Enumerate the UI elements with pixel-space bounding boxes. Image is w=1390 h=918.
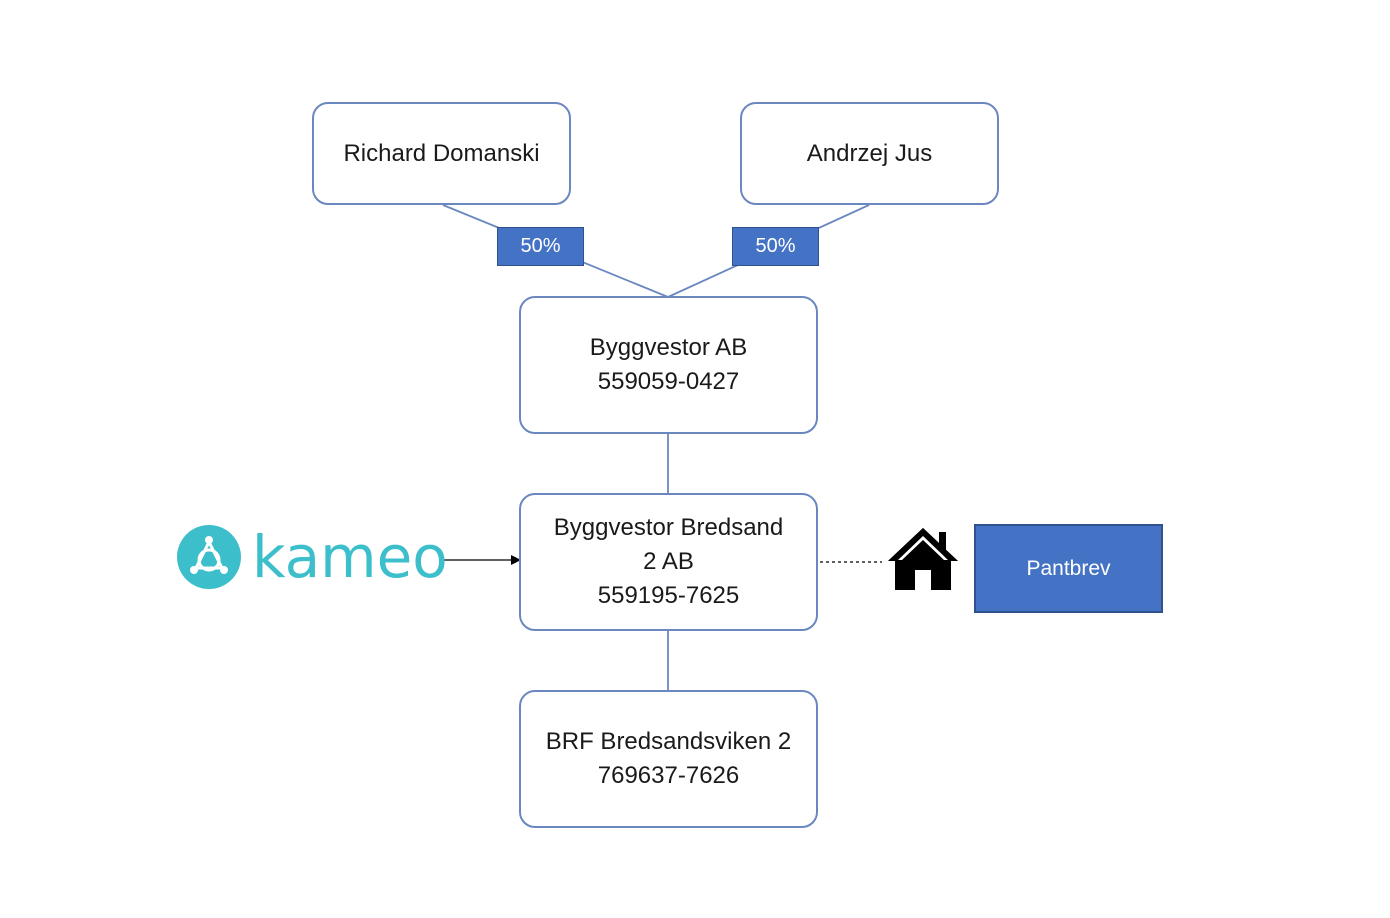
company-org-number: 559195-7625 bbox=[597, 582, 740, 609]
owner-name: Andrzej Jus bbox=[806, 139, 933, 167]
company-node-byggvestor-ab: Byggvestor AB 559059-0427 bbox=[519, 296, 818, 434]
company-node-byggvestor-bredsand: Byggvestor Bredsand 2 AB 559195-7625 bbox=[519, 493, 818, 631]
house-icon bbox=[888, 528, 958, 590]
company-name-line-2: 2 AB bbox=[643, 548, 694, 575]
owner-node-andrzej-jus: Andrzej Jus bbox=[740, 102, 999, 205]
owner-name: Richard Domanski bbox=[343, 139, 540, 167]
owner-node-richard-domanski: Richard Domanski bbox=[312, 102, 571, 205]
company-org-number: 769637-7626 bbox=[597, 762, 740, 789]
collateral-pantbrev-box: Pantbrev bbox=[974, 524, 1163, 613]
kameo-logo-icon bbox=[177, 525, 241, 589]
kameo-logo: kameo bbox=[176, 522, 448, 592]
company-org-number: 559059-0427 bbox=[597, 368, 740, 395]
company-node-brf-bredsandsviken: BRF Bredsandsviken 2 769637-7626 bbox=[519, 690, 818, 828]
ownership-badge-owner-2: 50% bbox=[732, 227, 819, 266]
ownership-badge-owner-1: 50% bbox=[497, 227, 584, 266]
company-name: Byggvestor AB bbox=[589, 334, 748, 361]
company-name: BRF Bredsandsviken 2 bbox=[545, 728, 792, 755]
company-name-line-1: Byggvestor Bredsand bbox=[553, 514, 784, 541]
kameo-logo-text: kameo bbox=[252, 523, 448, 591]
